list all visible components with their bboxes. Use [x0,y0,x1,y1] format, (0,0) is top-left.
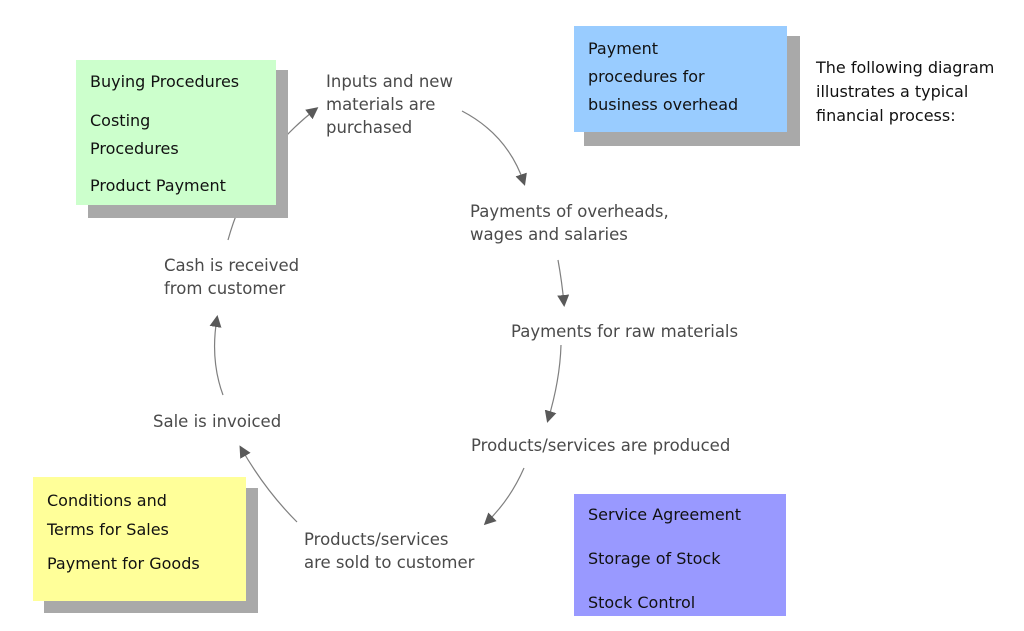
stock-note: Service Agreement Storage of Stock Stock… [574,494,786,616]
note-item-costing: Costing Procedures [90,111,179,158]
step-overheads-payments: Payments of overheads, wages and salarie… [470,202,669,244]
purchasing-note: Buying Procedures Costing Procedures Pro… [76,60,276,205]
step-products-sold: Products/services are sold to customer [304,530,475,572]
step-cash-received: Cash is received from customer [164,256,300,298]
note-item-payment-goods: Payment for Goods [47,554,200,573]
note-item-stock-control: Stock Control [588,593,696,612]
note-item-storage: Storage of Stock [588,549,721,568]
note-item-service-agreement: Service Agreement [588,505,742,524]
sales-note: Conditions and Terms for Sales Payment f… [33,477,246,601]
step-products-produced: Products/services are produced [471,436,731,455]
note-item-overhead-procedures: Payment procedures for business overhead [588,39,739,114]
note-item-conditions: Conditions and Terms for Sales [47,491,169,539]
arrow-invoiced-to-cash [209,315,224,396]
arrow-sold-to-invoiced [239,445,298,523]
arrow-overheads-to-raw-materials [557,259,570,307]
step-inputs-purchased: Inputs and new materials are purchased [326,72,453,137]
arrow-raw-materials-to-produced [544,344,562,423]
step-raw-materials-payments: Payments for raw materials [511,322,739,341]
overhead-note: Payment procedures for business overhead [574,26,787,132]
intro-text: The following diagram illustrates a typi… [816,58,995,125]
arrow-produced-to-sold [483,467,525,526]
note-item-buying: Buying Procedures [90,72,240,91]
step-sale-invoiced: Sale is invoiced [153,412,282,431]
arrow-purchase-to-overheads [461,110,527,186]
note-item-product-payment: Product Payment [90,176,226,195]
